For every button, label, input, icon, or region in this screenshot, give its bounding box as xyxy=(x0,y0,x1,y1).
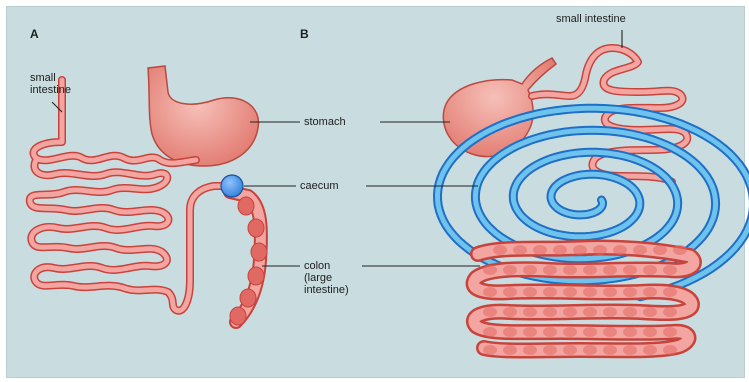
colon-haustra xyxy=(563,345,577,355)
colon-haustra xyxy=(623,345,637,355)
colon-haustra xyxy=(483,287,497,297)
colon-haustra xyxy=(573,245,587,255)
colon-haustra xyxy=(633,245,647,255)
colon-haustra xyxy=(603,307,617,317)
colon-haustra xyxy=(543,287,557,297)
colon-haustra xyxy=(563,307,577,317)
colon-haustra xyxy=(653,245,667,255)
colon-haustra xyxy=(663,265,677,275)
stomach-label: stomach xyxy=(304,116,346,128)
colon-haustra xyxy=(603,287,617,297)
colon-haustra xyxy=(623,327,637,337)
colon-haustra xyxy=(643,265,657,275)
small-intestine-label-a: small intestine xyxy=(30,72,71,96)
colon-segment xyxy=(230,307,246,325)
colon-haustra xyxy=(503,345,517,355)
colon-haustra xyxy=(623,287,637,297)
colon-haustra xyxy=(543,265,557,275)
colon-haustra xyxy=(613,245,627,255)
colon-haustra xyxy=(483,307,497,317)
colon-haustra xyxy=(603,345,617,355)
colon-haustra xyxy=(663,287,677,297)
colon-haustra xyxy=(643,345,657,355)
colon-haustra xyxy=(523,287,537,297)
colon-haustra xyxy=(483,327,497,337)
colon-haustra xyxy=(563,327,577,337)
colon-haustra xyxy=(543,327,557,337)
colon-haustra xyxy=(583,307,597,317)
colon-haustra xyxy=(583,287,597,297)
caecum-a xyxy=(221,175,243,197)
colon-haustra xyxy=(543,345,557,355)
colon-haustra xyxy=(623,307,637,317)
colon-haustra xyxy=(513,245,527,255)
colon-haustra xyxy=(603,265,617,275)
colon-haustra xyxy=(523,307,537,317)
colon-haustra xyxy=(663,307,677,317)
colon-haustra xyxy=(523,345,537,355)
colon-haustra xyxy=(643,327,657,337)
colon-haustra xyxy=(503,287,517,297)
colon-haustra xyxy=(523,327,537,337)
colon-haustra xyxy=(663,327,677,337)
colon-segment xyxy=(248,267,264,285)
colon-segment xyxy=(240,289,256,307)
colon-label: colon (large intestine) xyxy=(304,260,349,296)
stomach-a xyxy=(148,66,258,166)
colon-haustra xyxy=(543,307,557,317)
colon-haustra xyxy=(623,265,637,275)
colon-haustra xyxy=(483,265,497,275)
colon-segment xyxy=(248,219,264,237)
colon-segment xyxy=(238,197,254,215)
colon-a xyxy=(230,192,267,325)
colon-haustra xyxy=(583,327,597,337)
caecum-label: caecum xyxy=(300,180,339,192)
colon-haustra xyxy=(593,245,607,255)
colon-haustra xyxy=(503,265,517,275)
colon-haustra xyxy=(533,245,547,255)
colon-haustra xyxy=(503,327,517,337)
colon-haustra xyxy=(643,287,657,297)
colon-haustra xyxy=(563,287,577,297)
colon-haustra xyxy=(493,245,507,255)
colon-haustra xyxy=(603,327,617,337)
panel-label-a: A xyxy=(30,28,39,40)
colon-haustra xyxy=(483,345,497,355)
colon-haustra xyxy=(553,245,567,255)
colon-haustra xyxy=(563,265,577,275)
small-intestine-label-b: small intestine xyxy=(556,13,626,25)
colon-haustra xyxy=(523,265,537,275)
colon-haustra xyxy=(583,345,597,355)
colon-haustra xyxy=(583,265,597,275)
colon-haustra xyxy=(643,307,657,317)
panel-label-b: B xyxy=(300,28,309,40)
colon-haustra xyxy=(503,307,517,317)
colon-haustra xyxy=(663,345,677,355)
colon-segment xyxy=(251,243,267,261)
colon-haustra xyxy=(673,245,687,255)
